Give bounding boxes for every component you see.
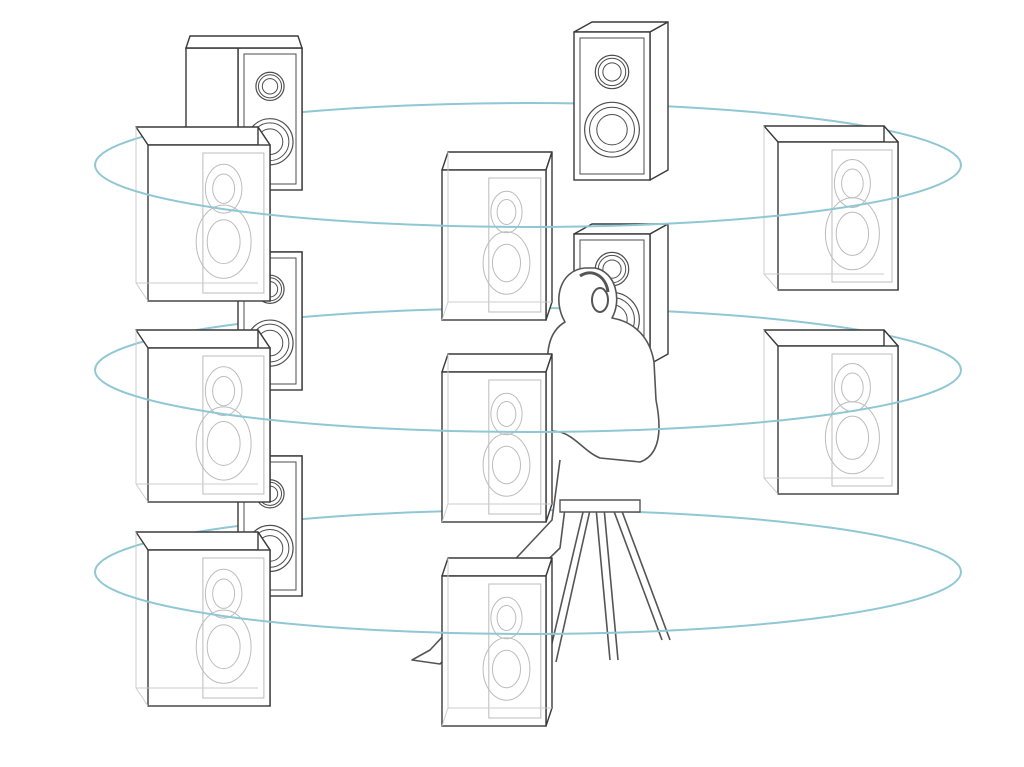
speaker-driver [135, 330, 265, 503]
ring-front-3 [94, 571, 962, 635]
speaker-icon [135, 329, 271, 503]
speaker-driver [135, 532, 265, 707]
speaker-icon [135, 126, 271, 302]
speaker-icon [763, 329, 899, 495]
ring-front-2 [94, 369, 962, 433]
speaker-icon [441, 151, 553, 321]
speaker-driver [135, 127, 265, 302]
speaker-driver [763, 126, 893, 291]
speaker-icon [441, 557, 553, 727]
stool-icon [547, 499, 671, 663]
speakers-near-layer [135, 125, 899, 727]
speaker-icon [441, 353, 553, 523]
speaker-icon [135, 531, 271, 707]
speaker-driver [441, 354, 552, 523]
speaker-icon [763, 125, 899, 291]
speaker-driver [579, 37, 645, 175]
rings-front-layer [94, 164, 962, 635]
speaker-icon [573, 21, 669, 181]
headphones-icon [579, 271, 610, 313]
ring-front-1 [94, 164, 962, 228]
